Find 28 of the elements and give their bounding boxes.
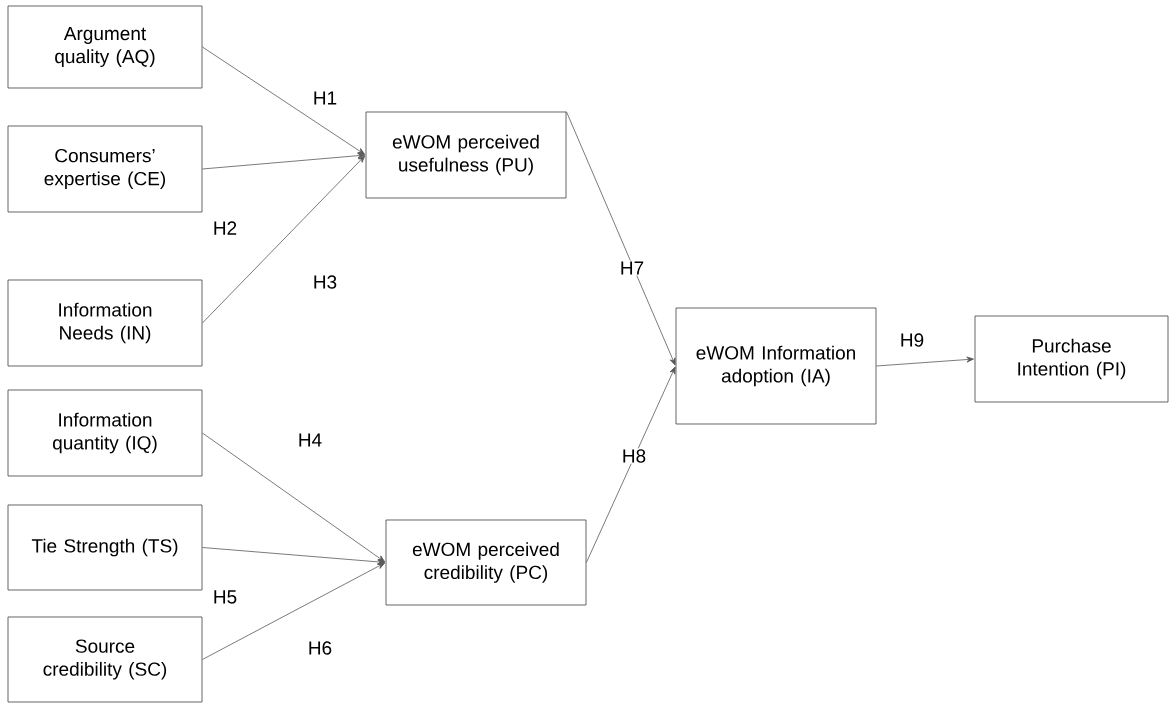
edge-label: H1: [311, 90, 339, 106]
arrow: [202, 432, 386, 563]
edge-label: H7: [618, 260, 646, 276]
arrow: [202, 46, 366, 155]
edge-label: H9: [898, 332, 926, 348]
construct-box: eWOM Information adoption (IA): [675, 307, 877, 425]
edge-label: H3: [311, 274, 339, 290]
arrow: [202, 152, 365, 170]
arrow: [202, 547, 385, 565]
construct-box: Argument quality (AQ): [7, 5, 203, 89]
edge-label: H6: [306, 640, 334, 656]
edge-label: H4: [296, 432, 324, 448]
construct-box: Source credibility (SC): [7, 616, 203, 703]
arrow: [876, 356, 974, 367]
construct-box: Consumers’ expertise (CE): [7, 125, 203, 213]
construct-box: Tie Strength (TS): [7, 504, 203, 591]
edge-label: H2: [211, 220, 239, 236]
arrow: [566, 111, 676, 366]
construct-box: eWOM perceived usefulness (PU): [365, 111, 567, 199]
arrow: [586, 366, 676, 563]
edge-label: H8: [620, 448, 648, 464]
arrow: [202, 562, 386, 660]
edge-label: H5: [211, 589, 239, 605]
construct-box: Information quantity (IQ): [7, 389, 203, 477]
construct-box: Purchase Intention (PI): [974, 315, 1169, 403]
construct-box: eWOM perceived credibility (PC): [385, 519, 587, 606]
construct-box: Information Needs (IN): [7, 279, 203, 367]
arrow: [202, 155, 366, 324]
